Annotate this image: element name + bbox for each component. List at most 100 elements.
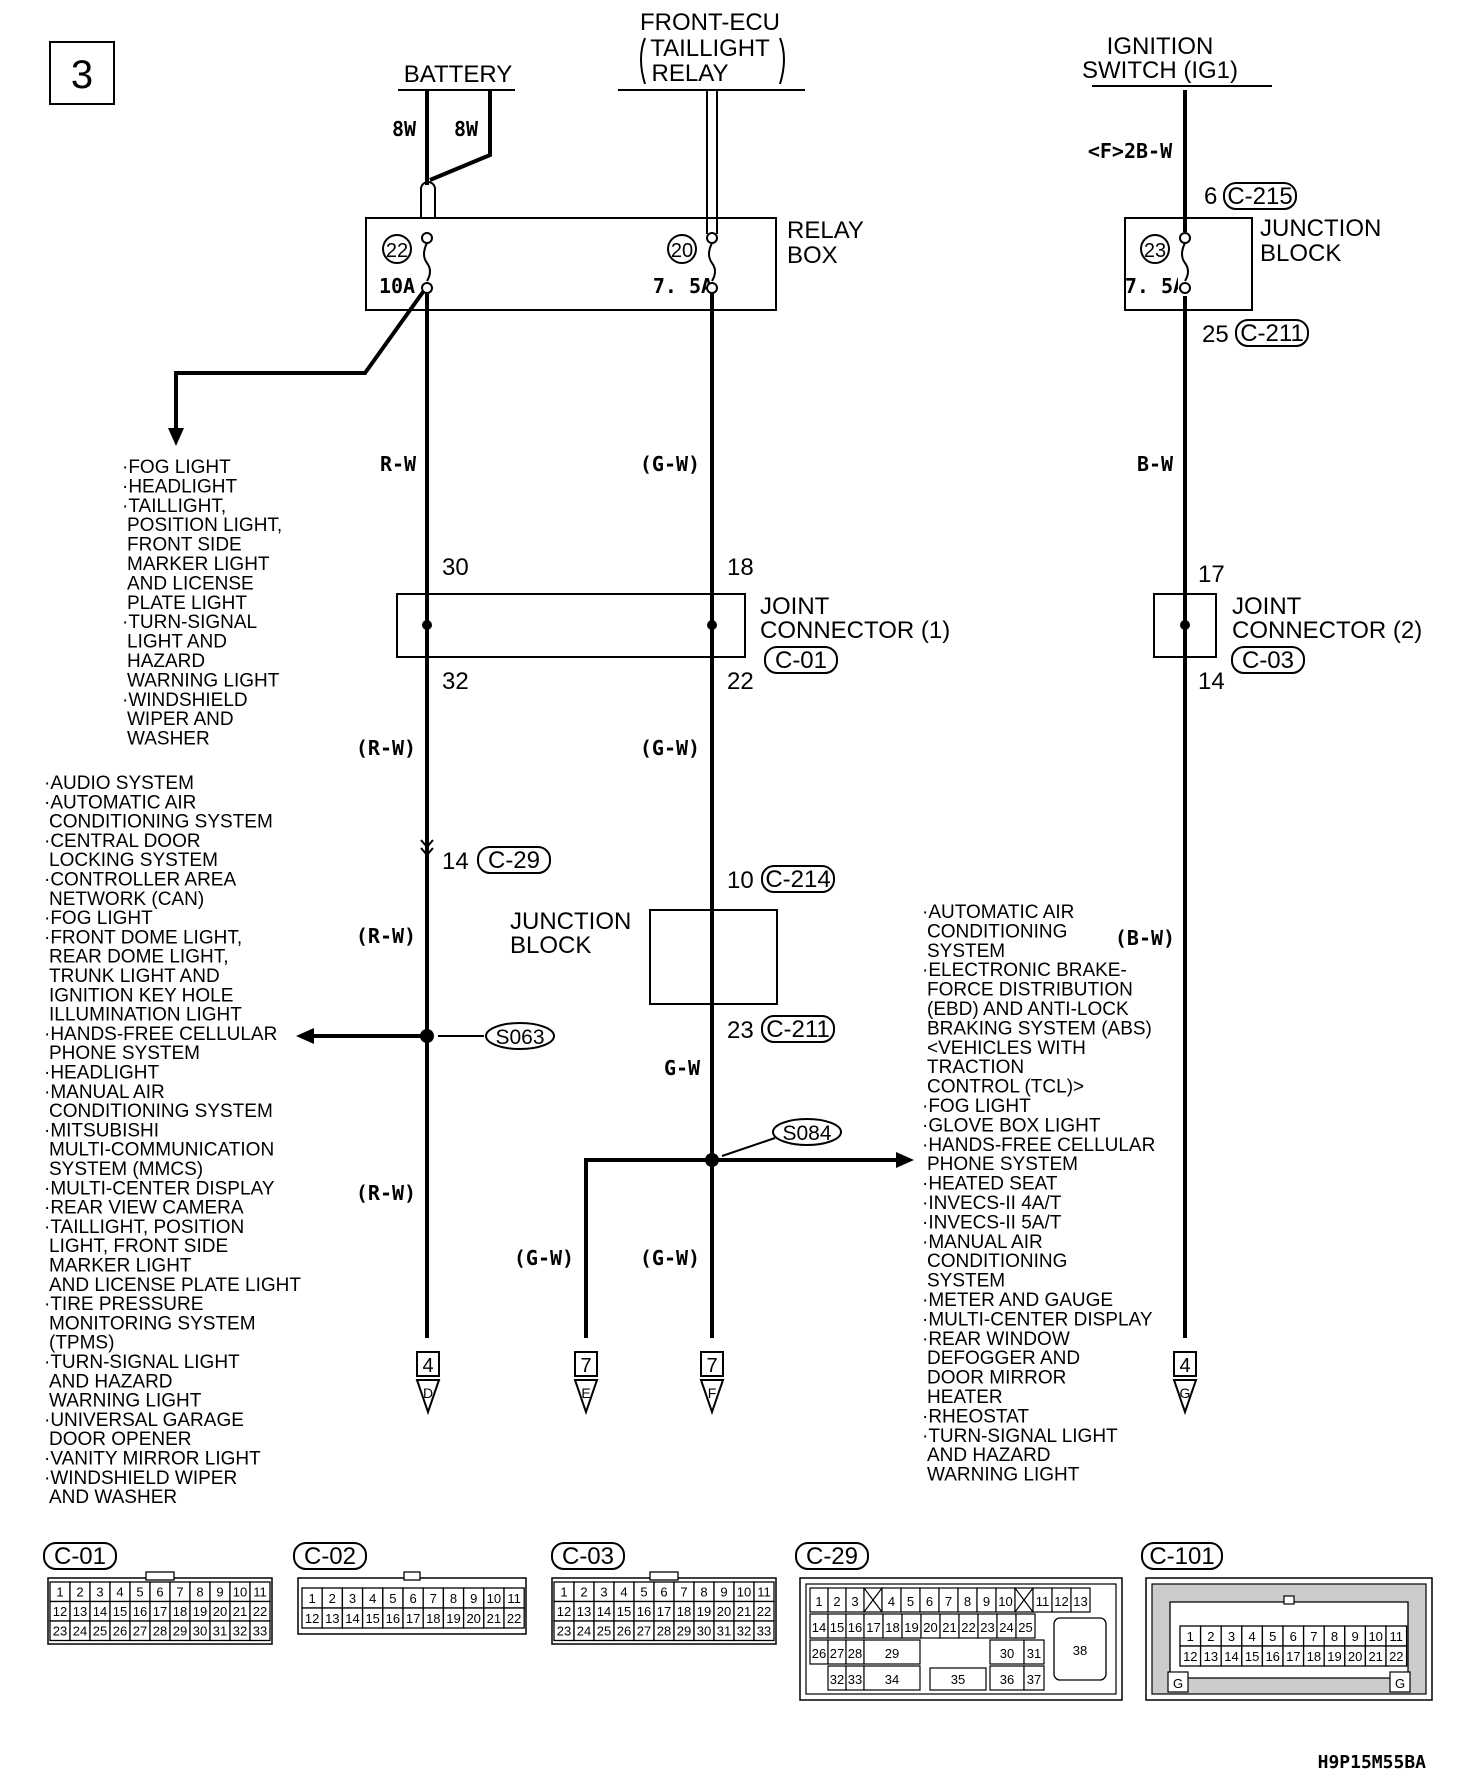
pin-cell [503, 1607, 525, 1629]
pin-number: 28 [848, 1646, 862, 1661]
fuse-20-num: 20 [671, 240, 693, 262]
pin-number: 10 [1368, 1629, 1382, 1644]
list-right-line: WARNING LIGHT [927, 1465, 1080, 1486]
list-right-line: <VEHICLES WITH [927, 1038, 1086, 1059]
s084-branch-wire [584, 1158, 900, 1338]
pin-cell [989, 1639, 1025, 1665]
pin-number: 29 [173, 1624, 187, 1639]
s084-arrow [896, 1152, 914, 1168]
list-top-left-line: WASHER [127, 729, 210, 750]
pin-number: 6 [1290, 1629, 1297, 1644]
pin-number: 15 [113, 1604, 127, 1619]
pin-number: 31 [213, 1624, 227, 1639]
list-top-left-line: ·TURN-SIGNAL [122, 612, 257, 633]
pin-number: 3 [1228, 1629, 1235, 1644]
pin-number: 34 [885, 1672, 899, 1687]
conn-c03-jc2-label: C-03 [1242, 647, 1294, 674]
terminal-f-box [700, 1351, 724, 1377]
pin-number: 12 [1054, 1594, 1068, 1609]
terminal-e-num: 7 [580, 1355, 591, 1377]
list-right-line: (EBD) AND ANTI-LOCK [927, 999, 1129, 1020]
list-left-line: TRUNK LIGHT AND [49, 966, 220, 987]
pin-number: 9 [1351, 1629, 1358, 1644]
pin-number: 4 [1248, 1629, 1255, 1644]
pin-number: 27 [133, 1624, 147, 1639]
pin-number: 24 [73, 1624, 87, 1639]
conn-c211-mid [761, 1015, 835, 1043]
list-left-line: CONDITIONING SYSTEM [49, 812, 273, 833]
pin-number: 33 [848, 1672, 862, 1687]
pin-number: 7 [1310, 1629, 1317, 1644]
list-top-left-line: WIPER AND [127, 709, 234, 730]
connector-c01-badge [43, 1542, 117, 1570]
conn-c211-top [1235, 319, 1309, 347]
wire-8w-a: 8W [392, 117, 417, 141]
list-top-left-line: WARNING LIGHT [127, 670, 280, 691]
c29-inner [805, 1583, 1117, 1695]
relay-box-label-2: BOX [787, 242, 838, 269]
list-right-line: ·METER AND GAUGE [922, 1290, 1113, 1311]
list-top-left-line: ·FOG LIGHT [122, 457, 231, 478]
page-number: 3 [71, 53, 93, 97]
pin-number: 5 [640, 1585, 647, 1600]
pin-number: 10 [233, 1585, 247, 1600]
list-right-line: ·TURN-SIGNAL LIGHT [922, 1426, 1118, 1447]
pin-number: 12 [53, 1604, 67, 1619]
c03-key [649, 1571, 679, 1581]
list-right-line: BRAKING SYSTEM (ABS) [927, 1018, 1152, 1039]
pin-cell [1015, 1613, 1036, 1639]
pin-number: 31 [717, 1624, 731, 1639]
fuse-20-rating: 7. 5A [653, 274, 713, 298]
jc1-dot-a [422, 620, 432, 630]
pin-number: 32 [233, 1624, 247, 1639]
list-left-line: NETWORK (CAN) [49, 889, 204, 910]
list-left-line: AND LICENSE PLATE LIGHT [49, 1275, 301, 1296]
list-left-line: MULTI-COMMUNICATION [49, 1140, 274, 1161]
s084-leader [721, 1137, 776, 1157]
list-right-line: ·INVECS-II 5A/T [922, 1212, 1062, 1233]
pin-number: 22 [507, 1611, 521, 1626]
pin-number: 14 [93, 1604, 107, 1619]
terminal-f: 7 F [699, 1351, 725, 1416]
fuse-23-top [1179, 232, 1191, 244]
jb-mid-in-pin: 10 [727, 867, 754, 894]
ignition-label-1: IGNITION [1107, 33, 1214, 60]
list-left-line: WARNING LIGHT [49, 1391, 202, 1412]
pin-number: 1 [560, 1585, 567, 1600]
list-top-left-line: PLATE LIGHT [127, 593, 247, 614]
fuse-22-element [423, 242, 431, 282]
pin-number: 16 [637, 1604, 651, 1619]
terminal-g-box [1173, 1351, 1197, 1377]
terminal-g-num: 4 [1179, 1355, 1190, 1377]
wire-label-mid-4: (G-W) [640, 1246, 700, 1270]
connector-c101-label: C-101 [1149, 1543, 1214, 1570]
battery-label: BATTERY [404, 61, 512, 88]
pin-number: 30 [697, 1624, 711, 1639]
jc2-label-2: CONNECTOR (2) [1232, 617, 1422, 644]
list-right-line: ·FOG LIGHT [922, 1096, 1031, 1117]
list-left-line: REAR DOME LIGHT, [49, 947, 228, 968]
list-left-line: ·FOG LIGHT [44, 908, 153, 929]
terminal-d-box [416, 1351, 440, 1377]
pin-number: 33 [757, 1624, 771, 1639]
fuse-23-element [1181, 242, 1189, 282]
list-left-line: LOCKING SYSTEM [49, 850, 218, 871]
pin-number: 20 [213, 1604, 227, 1619]
pin-number: 32 [737, 1624, 751, 1639]
s063-arrow [296, 1028, 314, 1044]
terminal-e-arrow [573, 1379, 599, 1416]
pin-number: 30 [193, 1624, 207, 1639]
pin-number: 20 [717, 1604, 731, 1619]
fuse-20-badge [667, 234, 697, 264]
list-left-line: ·MITSUBISHI [44, 1120, 159, 1141]
pin-number: 13 [577, 1604, 591, 1619]
list-left-line: ·REAR VIEW CAMERA [44, 1198, 244, 1219]
pin-number: 18 [1307, 1649, 1321, 1664]
list-left-line: ·FRONT DOME LIGHT, [44, 927, 242, 948]
list-right-line: SYSTEM [927, 941, 1005, 962]
pin-number: 18 [173, 1604, 187, 1619]
list-left-line: PHONE SYSTEM [49, 1043, 200, 1064]
pin-number: 21 [942, 1620, 956, 1635]
